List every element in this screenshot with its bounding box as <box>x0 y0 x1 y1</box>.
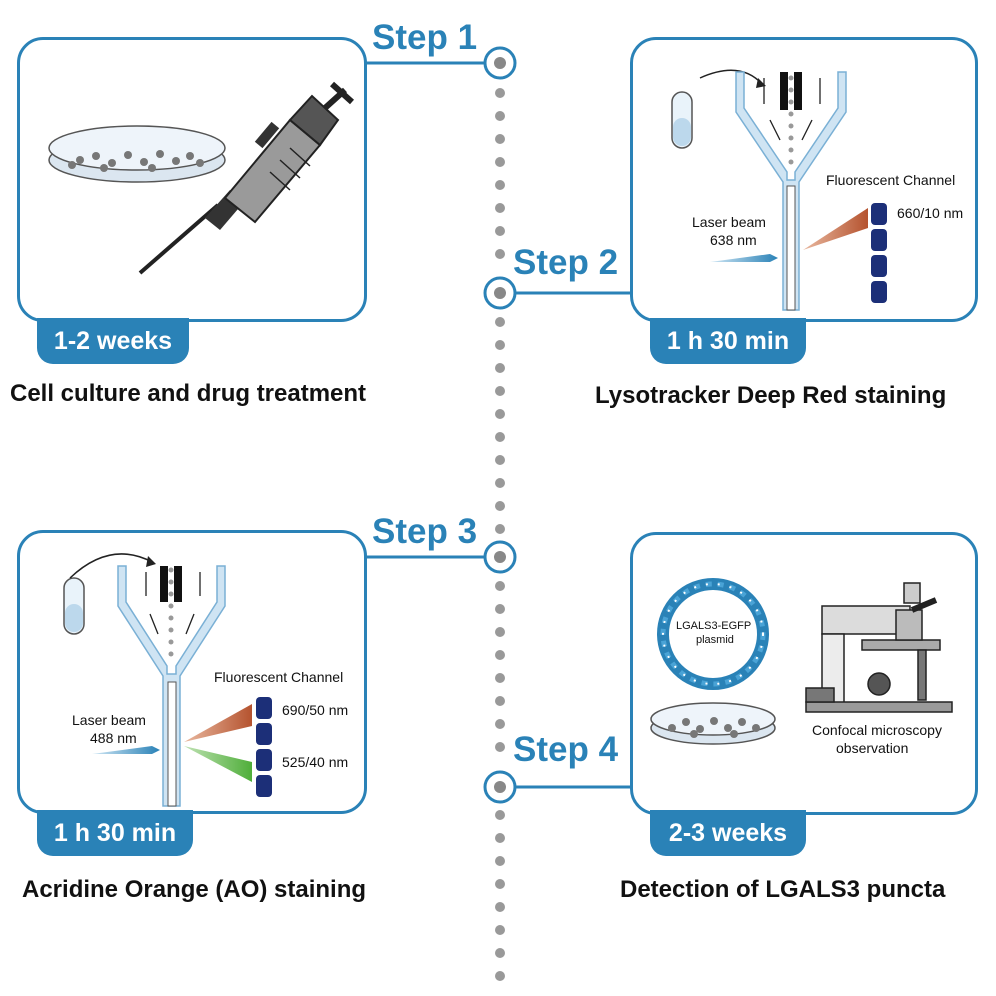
microscope-icon <box>805 582 953 713</box>
curved-arrow-icon <box>699 69 763 85</box>
plasmid-label-line2: plasmid <box>696 634 734 646</box>
step3-filter-red-label: 690/50 nm <box>282 702 349 718</box>
timeline-dots <box>495 88 505 981</box>
step3-duration-badge: 1 h 30 min <box>37 810 193 856</box>
step2-filter-label: 660/10 nm <box>897 205 964 221</box>
test-tube-icon <box>63 577 85 635</box>
flow-cell-icon <box>117 565 226 807</box>
step2-laser-label: Laser beam <box>692 214 766 230</box>
microscope-caption-line2: observation <box>836 740 909 756</box>
emission-red-beam <box>803 208 868 250</box>
curved-arrow-icon <box>69 553 153 579</box>
step3-channel-title: Fluorescent Channel <box>214 669 344 685</box>
plasmid-label-line1: LGALS3-EGFP <box>676 620 752 632</box>
step4-caption: Detection of LGALS3 puncta <box>620 876 946 903</box>
step-nodes <box>483 46 517 804</box>
laser-beam-icon <box>92 746 160 754</box>
plasmid-icon <box>657 578 769 690</box>
emission-green-beam <box>184 746 252 782</box>
step4-duration-badge: 2-3 weeks <box>650 810 806 856</box>
step3-laser-nm: 488 nm <box>90 730 137 746</box>
emission-red-beam <box>184 704 252 742</box>
step3-label: Step 3 <box>372 512 478 551</box>
test-tube-icon <box>671 91 693 149</box>
connector-lines <box>365 61 632 789</box>
flow-cell-icon <box>735 71 847 311</box>
laser-beam-icon <box>710 254 778 262</box>
step2-label: Step 2 <box>513 243 619 282</box>
step2-duration-badge: 1 h 30 min <box>650 318 806 364</box>
petri-dish-icon <box>650 702 776 745</box>
petri-dish-icon <box>48 125 226 183</box>
pipette-icon <box>138 81 355 275</box>
filter-stack <box>871 203 887 303</box>
microscope-caption-line1: Confocal microscopy <box>812 722 942 738</box>
step4-label: Step 4 <box>513 730 619 769</box>
step2-caption: Lysotracker Deep Red staining <box>595 382 947 409</box>
step3-laser-label: Laser beam <box>72 712 146 728</box>
step1-caption: Cell culture and drug treatment <box>10 380 367 407</box>
step2-laser-nm: 638 nm <box>710 232 757 248</box>
step1-label: Step 1 <box>372 18 478 57</box>
step1-panel <box>17 37 367 322</box>
filter-stack <box>256 697 272 797</box>
step2-channel-title: Fluorescent Channel <box>826 172 956 188</box>
step3-caption: Acridine Orange (AO) staining <box>22 876 367 903</box>
step1-duration-badge: 1-2 weeks <box>37 318 189 364</box>
step3-filter-green-label: 525/40 nm <box>282 754 349 770</box>
